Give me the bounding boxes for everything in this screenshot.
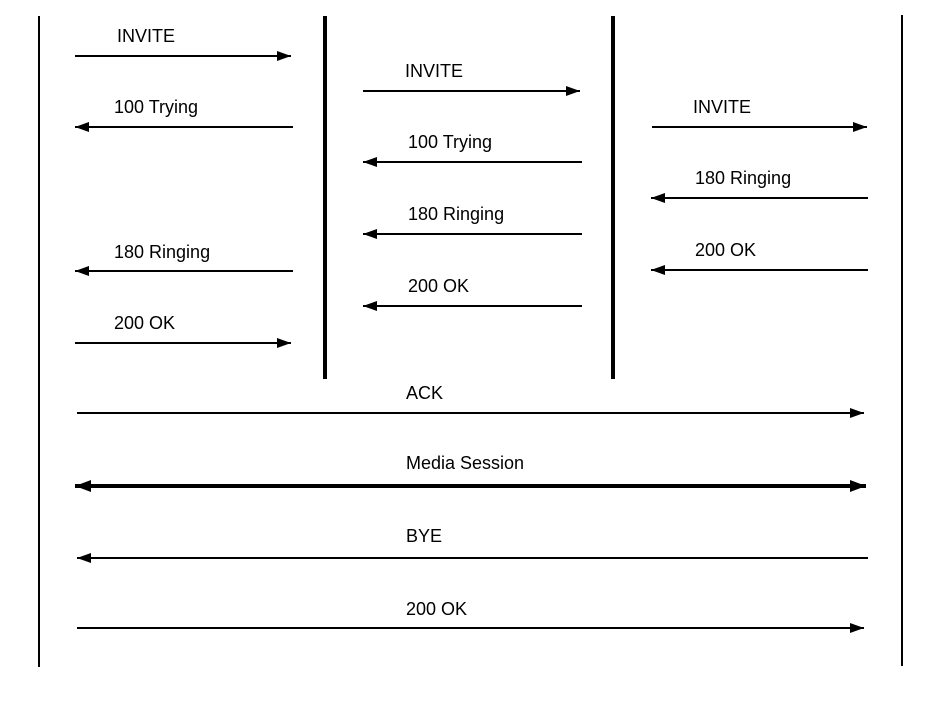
message-label: Media Session — [406, 453, 525, 473]
message-label: BYE — [406, 526, 443, 546]
message-label: 200 OK — [408, 276, 470, 296]
message-label: 180 Ringing — [695, 168, 792, 188]
message-arrow-line — [77, 627, 864, 629]
arrowhead-right-icon — [853, 122, 867, 132]
lifeline-proxy-right — [611, 16, 615, 379]
arrowhead-right-icon — [850, 480, 866, 492]
message-label: 180 Ringing — [114, 242, 211, 262]
message-label: 200 OK — [406, 599, 468, 619]
arrowhead-left-icon — [363, 157, 377, 167]
message-arrow-line — [363, 90, 580, 92]
message-label: 180 Ringing — [408, 204, 505, 224]
message-arrow-line — [363, 161, 582, 163]
message-arrow-line — [652, 126, 867, 128]
arrowhead-left-icon — [77, 553, 91, 563]
lifeline-proxy-left — [323, 16, 327, 379]
message-label: 200 OK — [695, 240, 757, 260]
lifeline-endpoint-right — [901, 15, 903, 666]
arrowhead-left-icon — [75, 266, 89, 276]
message-label: ACK — [406, 383, 444, 403]
message-arrow-line — [651, 269, 868, 271]
arrowhead-right-icon — [850, 623, 864, 633]
message-arrow-line — [75, 484, 866, 488]
message-arrow-line — [651, 197, 868, 199]
message-label: 200 OK — [114, 313, 176, 333]
arrowhead-left-icon — [651, 193, 665, 203]
lifeline-endpoint-left — [38, 16, 40, 667]
message-arrow-line — [75, 126, 293, 128]
arrowhead-right-icon — [566, 86, 580, 96]
message-label: INVITE — [117, 26, 176, 46]
message-arrow-line — [77, 557, 868, 559]
message-arrow-line — [75, 55, 291, 57]
arrowhead-left-icon — [363, 229, 377, 239]
message-arrow-line — [75, 270, 293, 272]
message-label: 100 Trying — [408, 132, 493, 152]
arrowhead-left-icon — [651, 265, 665, 275]
message-label: INVITE — [405, 61, 464, 81]
arrowhead-right-icon — [277, 51, 291, 61]
arrowhead-left-icon — [75, 122, 89, 132]
arrowhead-right-icon — [277, 338, 291, 348]
message-arrow-line — [363, 305, 582, 307]
message-arrow-line — [363, 233, 582, 235]
arrowhead-left-icon — [363, 301, 377, 311]
message-arrow-line — [77, 412, 864, 414]
message-label: 100 Trying — [114, 97, 199, 117]
arrowhead-right-icon — [850, 408, 864, 418]
message-label: INVITE — [693, 97, 752, 117]
message-arrow-line — [75, 342, 291, 344]
arrowhead-left-icon — [75, 480, 91, 492]
